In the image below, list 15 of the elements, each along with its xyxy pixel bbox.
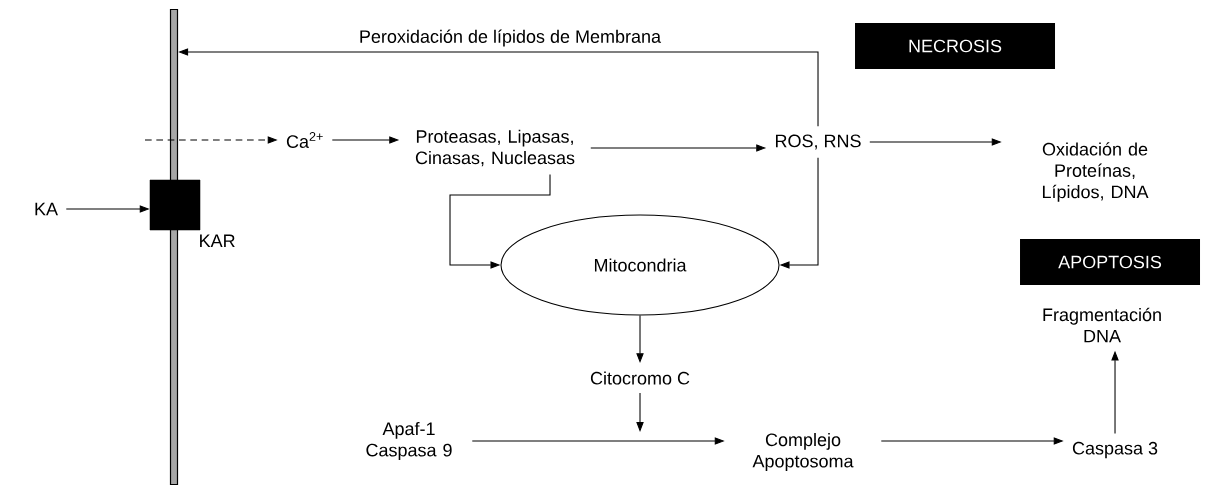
label-text: Oxidación de Proteínas, Lípidos, DNA xyxy=(1042,142,1149,202)
label-text: Caspasa 3 xyxy=(1072,441,1158,459)
heading-box: NECROSIS xyxy=(855,23,1055,69)
label-text: KA xyxy=(35,202,58,216)
label-text: Complejo Apoptosoma xyxy=(752,432,854,472)
heading-box: APOPTOSIS xyxy=(1020,239,1200,285)
label-text: Citocromo C xyxy=(590,371,690,385)
arrow xyxy=(449,174,551,269)
label-text: Ca$^{2+}$ xyxy=(286,132,323,148)
label-text: Fragmentación DNA xyxy=(1043,307,1161,343)
edge-label: Peroxidación de lípidos de Membrana xyxy=(357,28,663,48)
label-text: ROS, RNS xyxy=(776,134,861,150)
label-text: Apaf-1 Caspasa 9 xyxy=(366,421,452,461)
label-text: Proteasas, Lipasas, Cinasas, Nucleasas xyxy=(415,129,575,167)
side-label: KAR xyxy=(200,234,235,247)
